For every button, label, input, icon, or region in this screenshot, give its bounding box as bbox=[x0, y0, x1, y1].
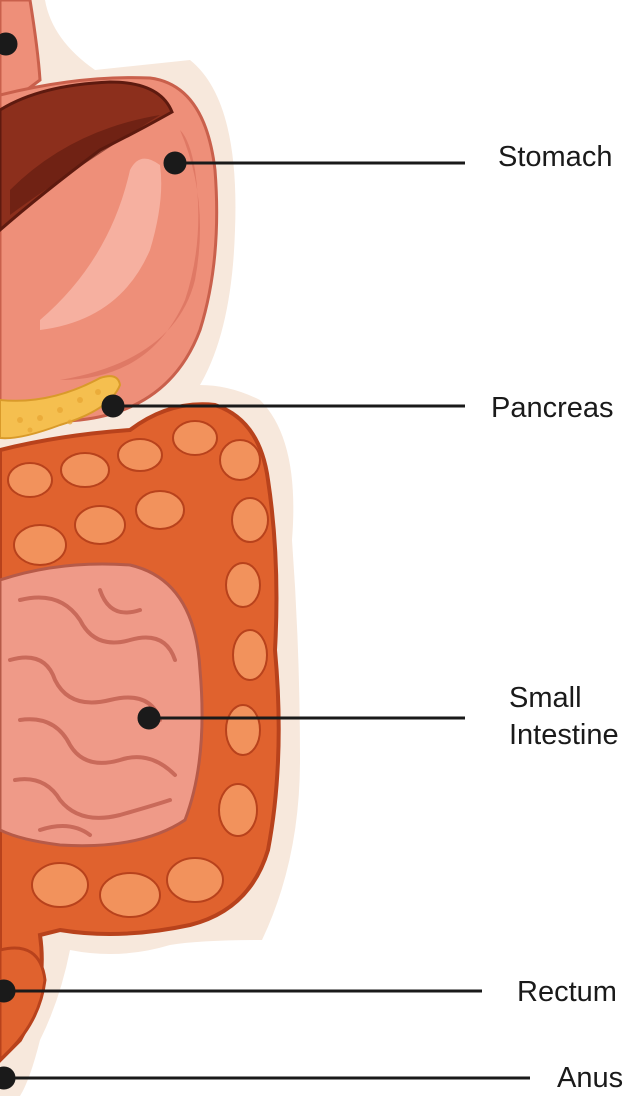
anus-pointer-dot bbox=[0, 1068, 14, 1088]
small-intestine-label-line2: Intestine bbox=[509, 717, 619, 754]
esophagus-pointer-dot bbox=[0, 34, 16, 54]
stomach-label: Stomach bbox=[498, 139, 612, 176]
small-intestine-organ bbox=[0, 564, 202, 846]
pancreas-pointer-dot bbox=[103, 396, 123, 416]
rectum-pointer-dot bbox=[0, 981, 14, 1001]
small-intestine-pointer-dot bbox=[139, 708, 159, 728]
anus-label: Anus bbox=[557, 1060, 623, 1097]
stomach-pointer-dot bbox=[165, 153, 185, 173]
rectum-label: Rectum bbox=[517, 974, 617, 1011]
small-intestine-label-line1: Small bbox=[509, 680, 619, 717]
pancreas-label: Pancreas bbox=[491, 390, 614, 427]
small-intestine-label: Small Intestine bbox=[509, 680, 619, 754]
